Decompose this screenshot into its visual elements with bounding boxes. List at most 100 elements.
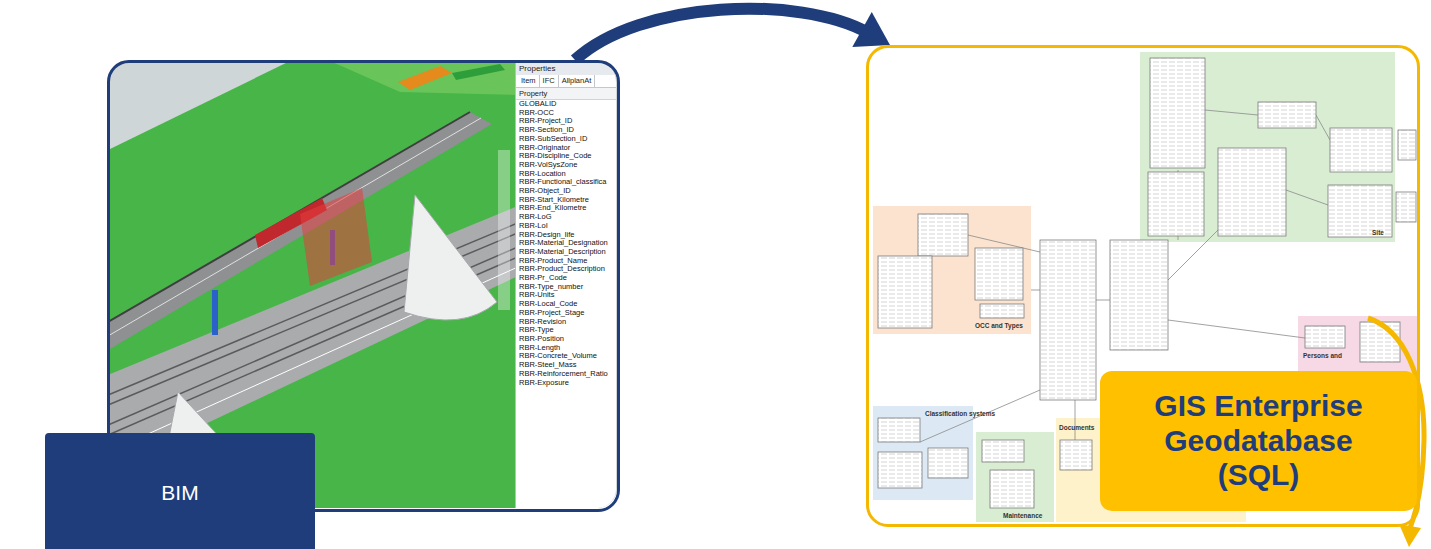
panel-title: Properties xyxy=(519,64,555,73)
selected-element xyxy=(300,188,372,286)
er-table xyxy=(980,304,1024,318)
er-table xyxy=(1396,192,1416,222)
property-name: RBR-Reinforcement_Ratio xyxy=(516,370,616,379)
er-link xyxy=(1316,115,1330,140)
property-name: RBR-Type xyxy=(516,326,616,335)
er-ground xyxy=(869,48,1417,524)
tab-label: IFC xyxy=(540,75,559,87)
property-name: RBR-Local_Code xyxy=(516,300,616,309)
er-table xyxy=(918,214,968,256)
abutment-cone xyxy=(404,195,497,320)
er-table xyxy=(1148,172,1204,236)
green-element xyxy=(452,64,505,80)
column-label: Property xyxy=(519,89,547,98)
property-name: RBR-Exposure xyxy=(516,379,616,388)
property-name: RBR-Length xyxy=(516,344,616,353)
property-name: RBR-SubSection_ID xyxy=(516,135,616,144)
property-name: RBR-Project_ID xyxy=(516,117,616,126)
property-name: RBR-Design_life xyxy=(516,231,616,240)
er-link xyxy=(1096,300,1110,301)
gis-panel: GIS Enterprise Geodatabase (SQL) xyxy=(866,45,1420,527)
region-label: OCC and Types xyxy=(975,322,1023,330)
region-label: Classification systems xyxy=(925,410,995,418)
property-name: RBR-Type_number xyxy=(516,283,616,292)
tab-label: AllplanAt xyxy=(559,75,596,87)
property-name: RBR-OCC xyxy=(516,109,616,118)
er-link xyxy=(920,390,1040,442)
er-table xyxy=(1305,326,1345,348)
property-name: RBR-Concrete_Volume xyxy=(516,352,616,361)
region-label: Site xyxy=(1372,229,1384,237)
property-name: RBR-Product_Description xyxy=(516,265,616,274)
arrow-head xyxy=(1399,524,1421,547)
property-name: GLOBALID xyxy=(516,100,616,109)
property-name: RBR-Revision xyxy=(516,318,616,327)
er-link xyxy=(1075,400,1076,440)
er-link xyxy=(1205,110,1258,115)
property-name: RBR-End_Kilometre xyxy=(516,204,616,213)
property-name: RBR-Start_Kilometre xyxy=(516,196,616,205)
er-table xyxy=(878,418,920,442)
er-table xyxy=(1150,58,1205,168)
er-table xyxy=(878,256,932,328)
property-name: RBR-Units xyxy=(516,291,616,300)
property-name: RBR-Steel_Mass xyxy=(516,361,616,370)
er-table xyxy=(1060,440,1092,470)
er-link xyxy=(1031,290,1040,291)
property-name: RBR-Project_Stage xyxy=(516,309,616,318)
er-table xyxy=(878,452,922,488)
er-table xyxy=(990,470,1034,508)
property-name: RBR-VolSysZone xyxy=(516,161,616,170)
property-name: RBR-Material_Designation xyxy=(516,239,616,248)
er-link xyxy=(1168,230,1218,280)
property-name: RBR-Location xyxy=(516,170,616,179)
region-label: Documents xyxy=(1059,424,1094,432)
flow-arrow xyxy=(575,9,868,60)
er-region xyxy=(873,206,1031,334)
tab-label: Item xyxy=(518,75,540,87)
bim-panel: BIM xyxy=(107,60,620,512)
er-table xyxy=(982,440,1024,462)
gis-label: GIS Enterprise Geodatabase (SQL) xyxy=(1100,371,1417,511)
er-diagram xyxy=(869,48,1417,524)
property-list: GLOBALIDRBR-OCCRBR-Project_IDRBR-Section… xyxy=(516,100,616,387)
property-name: RBR-LoG xyxy=(516,213,616,222)
property-name: RBR-LoI xyxy=(516,222,616,231)
panel-header: Properties xyxy=(516,63,616,75)
property-name: RBR-Discipline_Code xyxy=(516,152,616,161)
tab-row: ItemIFCAllplanAt xyxy=(516,75,616,88)
er-table xyxy=(1398,130,1416,160)
properties-panel: PropertiesItemIFCAllplanAtPropertyGLOBAL… xyxy=(515,63,616,508)
er-table xyxy=(1258,102,1316,128)
property-name: RBR-Product_Name xyxy=(516,257,616,266)
bridge-pier xyxy=(212,290,218,335)
er-region xyxy=(1140,52,1395,242)
er-table xyxy=(1218,148,1286,236)
er-table xyxy=(1040,240,1096,400)
region-label: Maintenance xyxy=(1003,512,1042,520)
node-text: GIS Enterprise Geodatabase (SQL) xyxy=(1134,389,1384,493)
node-text: BIM xyxy=(161,481,198,505)
terrain-light xyxy=(330,62,520,95)
er-table xyxy=(928,448,968,478)
er-region xyxy=(976,432,1054,522)
column-header: Property xyxy=(516,88,616,100)
region-label: Persons and xyxy=(1303,352,1342,360)
er-link xyxy=(1168,320,1305,338)
property-name: RBR-Section_ID xyxy=(516,126,616,135)
bim-tag: BIM xyxy=(45,433,315,549)
er-table xyxy=(1330,128,1392,172)
property-name: RBR-Functional_classifica xyxy=(516,178,616,187)
er-region xyxy=(873,406,973,500)
er-table xyxy=(975,248,1023,300)
property-name: RBR-Pr_Code xyxy=(516,274,616,283)
orange-element xyxy=(398,66,452,90)
property-name: RBR-Position xyxy=(516,335,616,344)
viewer-toolbar xyxy=(498,150,510,310)
er-table xyxy=(1110,240,1168,350)
property-name: RBR-Object_ID xyxy=(516,187,616,196)
er-link xyxy=(1286,190,1328,205)
property-name: RBR-Material_Description xyxy=(516,248,616,257)
er-table xyxy=(1328,185,1392,237)
